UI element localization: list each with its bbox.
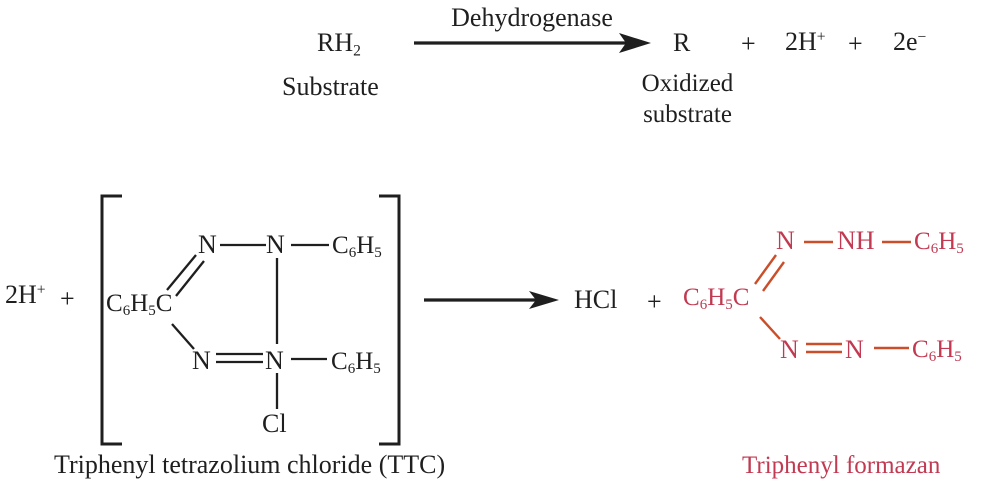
ttc-caption: Triphenyl tetrazolium chloride (TTC) (54, 450, 446, 479)
oxidized-substrate-line2: substrate (643, 100, 732, 128)
top-reaction-arrow-head (619, 33, 651, 53)
formazan-bond-c-n-double-2 (762, 261, 785, 292)
ttc-n-top-right: N (266, 230, 285, 259)
plus-sign: + (647, 287, 662, 316)
formazan-phenyl-top: C6H5 (914, 228, 964, 258)
left-bracket (100, 194, 122, 446)
substrate-formula: RH2 (317, 28, 361, 60)
formazan-nh: NH (837, 226, 875, 255)
oxidized-substrate-label: Oxidized substrate (615, 69, 760, 130)
ttc-n-bottom-right: N (265, 346, 284, 375)
oxidized-product-symbol: R (673, 28, 691, 57)
formazan-bond-c-n-double-1 (754, 254, 777, 285)
bottom-reaction-arrow-head (529, 291, 559, 309)
plus-sign: + (848, 29, 863, 58)
electrons-term: 2e− (893, 27, 927, 56)
ttc-bond-c-n-double-2 (175, 260, 205, 297)
ttc-phenyl-bottom: C6H5 (331, 348, 381, 378)
ttc-phenyl-carbon: C6H5C (106, 290, 173, 320)
formazan-phenyl-carbon: C6H5C (683, 284, 750, 314)
oxidized-substrate-line1: Oxidized (641, 70, 734, 97)
plus-sign: + (741, 29, 756, 58)
ttc-phenyl-top: C6H5 (332, 232, 382, 262)
protons-term-bottom: 2H+ (5, 280, 46, 309)
enzyme-label: Dehydrogenase (451, 3, 613, 32)
formazan-phenyl-bottom: C6H5 (912, 336, 962, 366)
protons-term: 2H+ (785, 27, 826, 56)
formazan-n-top: N (776, 226, 795, 255)
substrate-label: Substrate (282, 72, 379, 101)
right-bracket (379, 194, 401, 446)
formazan-bond-c-n-single (759, 316, 781, 340)
ttc-bond-c-n-double-1 (166, 254, 197, 291)
ttc-chlorine: Cl (262, 409, 287, 438)
plus-sign: + (60, 284, 75, 313)
formazan-n-bottom-left: N (780, 335, 799, 364)
ttc-bond-c-n-single (171, 323, 195, 350)
ttc-n-bottom-left: N (192, 346, 211, 375)
formazan-n-bottom-right: N (845, 335, 864, 364)
ttc-n-top-left: N (198, 230, 217, 259)
hcl-term: HCl (574, 285, 618, 314)
formazan-caption: Triphenyl formazan (742, 452, 941, 479)
